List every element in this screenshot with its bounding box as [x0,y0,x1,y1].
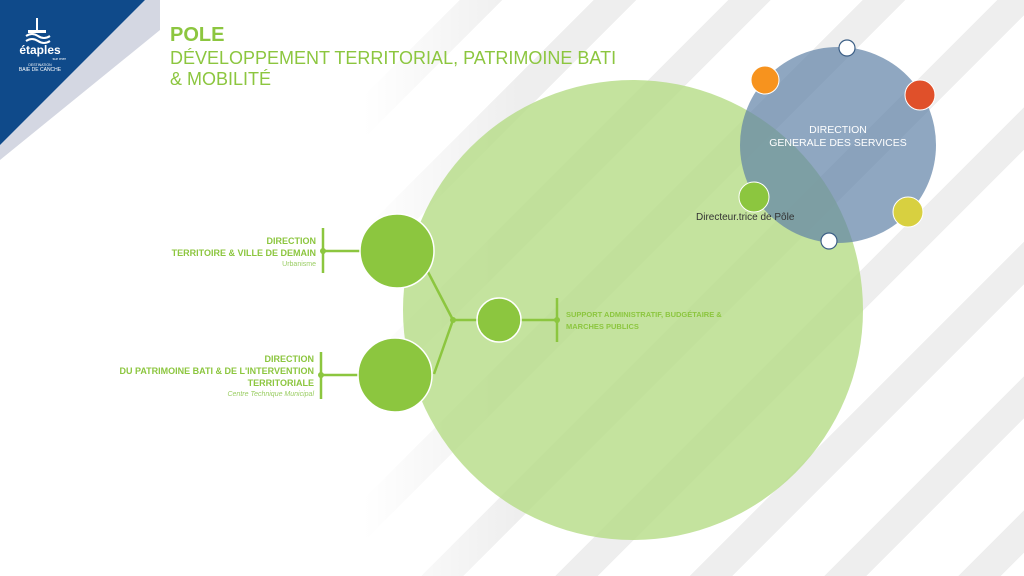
node-director [738,181,770,213]
connectors [319,228,559,399]
label-line: DU PATRIMOINE BATI & DE L'INTERVENTION [119,366,314,376]
dgs-label: DIRECTION GENERALE DES SERVICES [740,124,936,150]
label-line: TERRITORIALE [247,378,314,388]
label-line: SUPPORT ADMINISTRATIF, BUDGÉTAIRE & [566,310,722,319]
dgs-circle [740,47,936,243]
label-line: DIRECTION [809,124,867,136]
direction-patrimoine-label: DIRECTION DU PATRIMOINE BATI & DE L'INTE… [120,353,314,401]
label-line: DIRECTION [264,354,315,364]
node-red [904,79,936,111]
logo-banner [0,0,145,145]
support-label: SUPPORT ADMINISTRATIF, BUDGÉTAIRE & MARC… [566,309,766,333]
subtitle-line-2: & MOBILITÉ [170,69,272,89]
subtitle-line-1: DÉVELOPPEMENT TERRITORIAL, PATRIMOINE BA… [170,48,617,68]
node-yellow [892,196,924,228]
direction-territoire-node [359,213,435,289]
direction-patrimoine-node [357,337,433,413]
label-line: TERRITOIRE & VILLE DE DEMAIN [171,248,316,258]
label-line: MARCHES PUBLICS [566,322,639,331]
logo-name: étaples [19,43,61,57]
node-white-bottom [820,232,838,250]
node-white-top [838,39,856,57]
logo-suffix: sur mer [52,56,66,61]
node-orange [750,65,780,95]
page-title: POLE [170,24,225,46]
label-line: GENERALE DES SERVICES [769,137,907,149]
direction-territoire-label: DIRECTION TERRITOIRE & VILLE DE DEMAIN U… [172,235,316,271]
logo-wedge-accent [0,0,160,160]
logo: étaples sur mer DESTINATION BAIE DE CANC… [14,14,66,73]
support-node [476,297,522,343]
logo-tagline: BAIE DE CANCHE [18,67,62,73]
page-subtitle: DÉVELOPPEMENT TERRITORIAL, PATRIMOINE BA… [170,48,616,90]
label-line: DIRECTION [266,236,317,246]
label-sub: Centre Technique Municipal [227,391,314,398]
label-sub: Urbanisme [282,261,316,268]
logo-tagline-top: DESTINATION [28,63,52,67]
director-label: Directeur.trice de Pôle [696,212,795,223]
logo-icon [25,18,51,44]
